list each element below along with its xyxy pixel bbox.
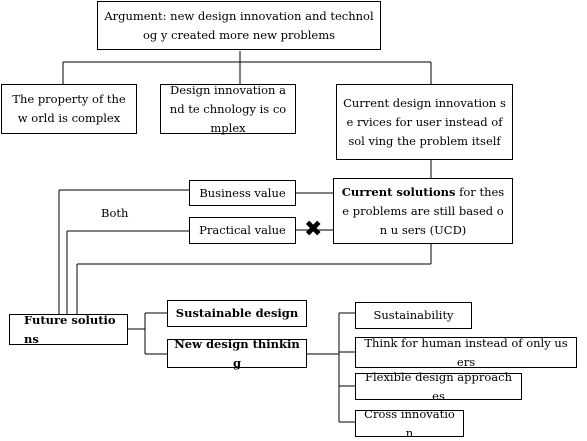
both-label: Both (101, 206, 129, 220)
future-solutions-text: Future solutions (24, 312, 116, 346)
thinking-item-human: Think for human instead of only users (355, 336, 577, 369)
problem-design-text: Design innovation and te chnology is com… (169, 82, 287, 135)
thinking-item-label: Think for human instead of only users (364, 335, 568, 369)
x-mark-icon: ✖ (304, 217, 323, 242)
problem-world-text: The property of the w orld is complex (12, 92, 126, 125)
business-value-label: Business value (199, 185, 286, 200)
thinking-item-flexible: Flexible design approaches (355, 370, 522, 403)
new-design-thinking-box: New design thinking (167, 337, 307, 370)
thinking-item-label: Cross innovation (364, 406, 455, 440)
problem-design-box: Design innovation and te chnology is com… (160, 83, 296, 135)
problem-world-box: The property of the w orld is complex (1, 84, 137, 134)
practical-value-box: Practical value (189, 217, 296, 244)
current-solutions-text: Current solutions for these problems are… (340, 183, 506, 240)
thinking-item-label: Sustainability (373, 308, 454, 322)
current-solutions-title: Current solutions (341, 184, 456, 199)
current-solutions-box: Current solutions for these problems are… (333, 178, 513, 244)
problem-current-text: Current design innovation se rvices for … (343, 95, 506, 148)
sustainable-design-text: Sustainable design (175, 306, 299, 320)
new-design-thinking-text: New design thinking (174, 336, 300, 370)
problem-current-box: Current design innovation se rvices for … (336, 84, 513, 160)
future-solutions-box: Future solutions (9, 313, 128, 346)
business-value-box: Business value (189, 180, 296, 206)
thinking-item-label: Flexible design approaches (364, 369, 512, 403)
sustainable-design-box: Sustainable design (167, 300, 307, 327)
current-solutions-rest: for these problems are still based on u … (342, 184, 505, 237)
practical-value-label: Practical value (199, 223, 286, 237)
thinking-item-sustainability: Sustainability (355, 302, 472, 329)
argument-text: Argument: new design innovation and tech… (104, 8, 374, 42)
thinking-item-cross: Cross innovation (355, 407, 464, 440)
argument-box: Argument: new design innovation and tech… (97, 1, 381, 50)
